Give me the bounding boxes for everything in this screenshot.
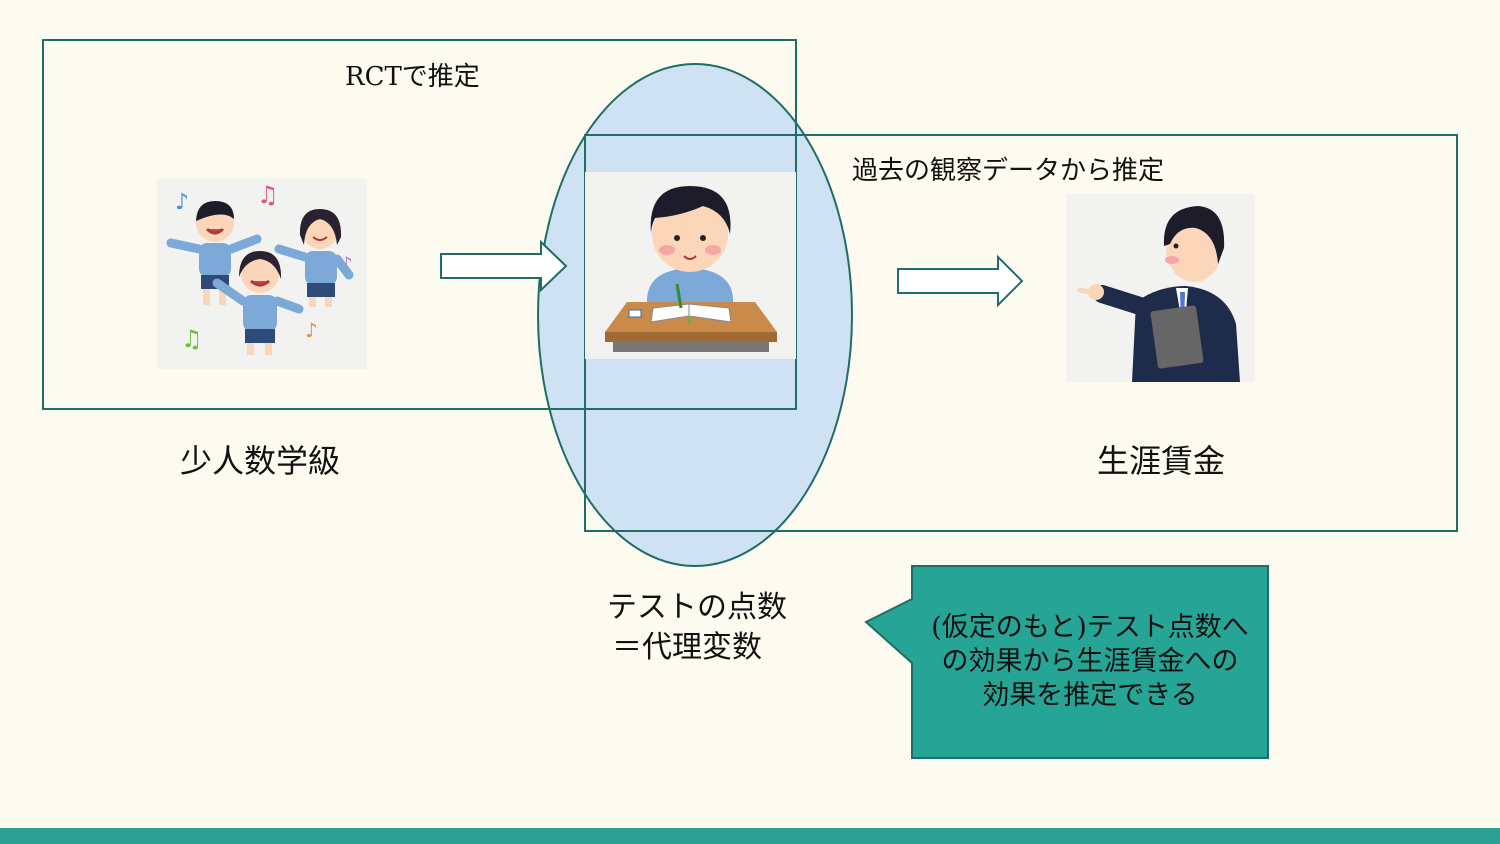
callout-line2: の効果から生涯賃金への — [941, 646, 1239, 677]
rct-box — [42, 39, 797, 410]
svg-text:♫: ♫ — [181, 325, 203, 353]
callout-line3: 効果を推定できる — [982, 680, 1198, 711]
bottom-accent-bar — [0, 828, 1500, 844]
outcome-label: 生涯賃金 — [1097, 442, 1226, 480]
arrow-treatment-to-surrogate — [440, 239, 568, 293]
observational-label: 過去の観察データから推定 — [852, 156, 1165, 186]
callout-line1: (仮定のもと)テスト点数へ — [931, 612, 1249, 643]
arrow-surrogate-to-outcome — [897, 254, 1024, 308]
surrogate-label-line2: ＝代理変数 — [612, 630, 762, 665]
dancing-children-illustration: ♪ ♫ ♪ ♫ ♪ — [157, 179, 367, 369]
callout-text: (仮定のもと)テスト点数へ の効果から生涯賃金への 効果を推定できる — [912, 566, 1268, 758]
rct-label: RCTで推定 — [345, 62, 480, 92]
surrogate-label-line1: テストの点数 — [607, 590, 787, 625]
callout-shape — [864, 565, 1269, 759]
studying-student-illustration — [585, 172, 796, 359]
svg-text:♪: ♪ — [175, 190, 189, 215]
svg-text:♪: ♪ — [305, 318, 318, 342]
pointing-businessman-illustration — [1066, 194, 1255, 382]
svg-text:♫: ♫ — [257, 181, 279, 209]
treatment-label: 少人数学級 — [180, 442, 341, 480]
